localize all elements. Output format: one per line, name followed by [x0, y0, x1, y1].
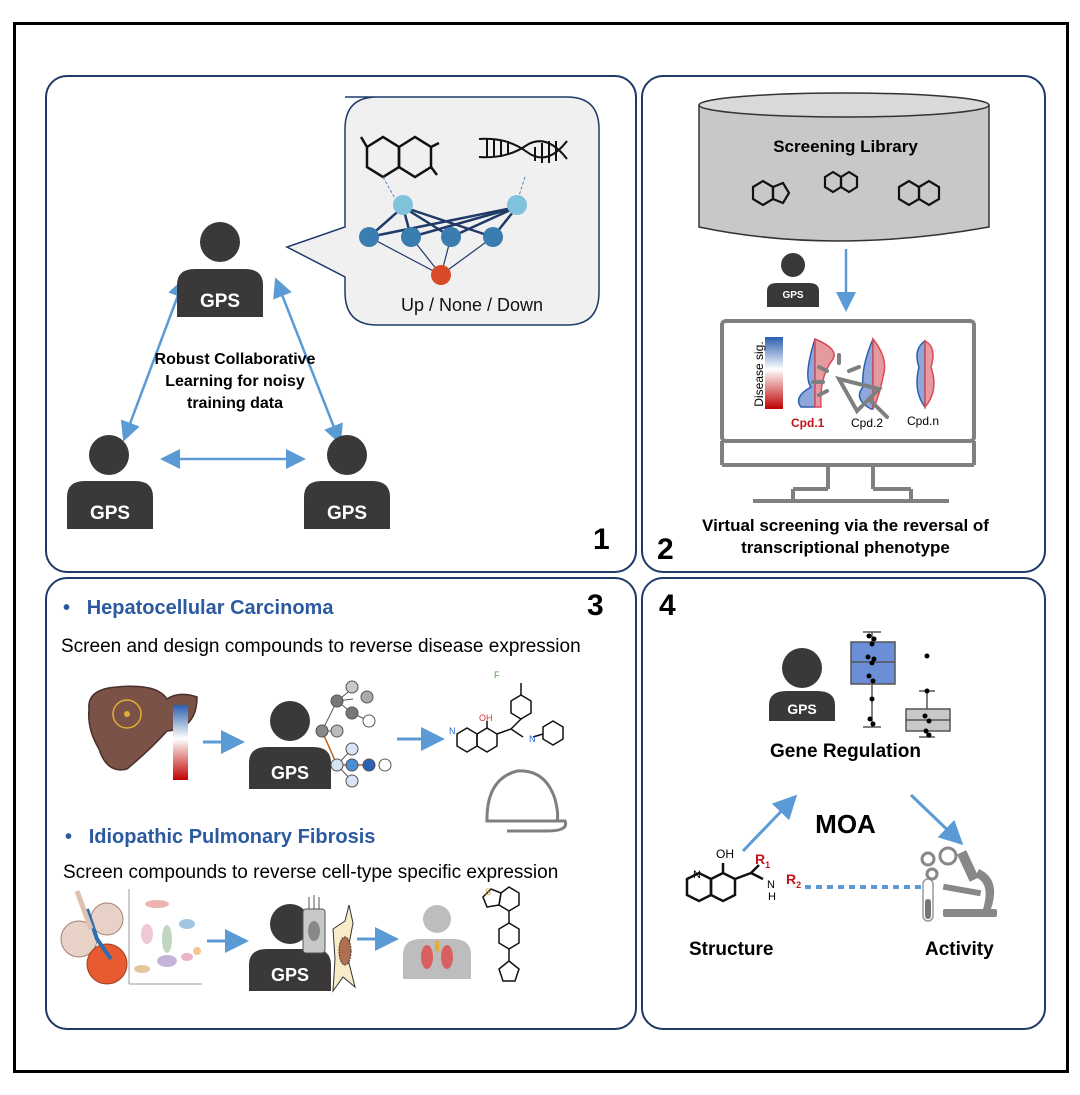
gps-agent-icon — [249, 701, 331, 789]
fibroblast-cell-icon — [332, 904, 356, 993]
caption-line: training data — [186, 395, 283, 412]
molecule-icon — [359, 135, 440, 179]
compound-label-highlight: Cpd.1 — [791, 416, 825, 430]
microscope-icon — [942, 850, 997, 917]
structure-label: Structure — [689, 939, 774, 960]
atom-label-s: S — [485, 887, 492, 897]
section-title-text: Idiopathic Pulmonary Fibrosis — [88, 826, 376, 848]
section-title-ipf: • Idiopathic Pulmonary Fibrosis — [65, 826, 375, 849]
section-title-text: Hepatocellular Carcinoma — [86, 597, 334, 619]
caption-line: transcriptional phenotype — [741, 538, 950, 557]
human-lungs-icon — [403, 905, 471, 979]
r2-subscript: 2 — [796, 879, 802, 890]
compound-structure-ipf — [482, 886, 520, 982]
r1-letter: R — [755, 851, 766, 867]
arrow-gene-regulation-to-activity — [909, 793, 964, 846]
output-classes-label: Up / None / Down — [400, 295, 544, 315]
gps-agent-icon — [249, 904, 331, 991]
gps-label: GPS — [89, 503, 131, 524]
violin-cpdn — [916, 339, 935, 410]
epithelial-cell-icon — [302, 895, 326, 954]
atom-label-nh: N — [529, 734, 536, 744]
panel-number: 2 — [657, 533, 674, 566]
gps-agent-icon — [177, 222, 263, 317]
moa-label: MOA — [815, 809, 876, 839]
caption-line: Virtual screening via the reversal of — [702, 516, 989, 535]
disease-signature-label: Disease sig. — [752, 341, 766, 407]
gps-label: GPS — [270, 965, 309, 985]
screening-library-label: Screening Library — [773, 137, 918, 156]
violin-cpd1 — [797, 337, 835, 408]
gps-label: GPS — [270, 763, 309, 783]
boxplot-treated — [850, 631, 896, 728]
core-structure-icon — [685, 863, 764, 903]
arrow-structure-to-gene-regulation — [741, 794, 798, 853]
atom-label-oh: OH — [479, 713, 493, 723]
atom-label-nh: N — [767, 879, 775, 891]
umap-plot-icon — [128, 889, 202, 985]
gps-agent-icon — [769, 648, 835, 721]
caption-line: Robust Collaborative — [154, 351, 316, 368]
gps-label: GPS — [199, 291, 241, 312]
arrow-top-left — [120, 277, 188, 442]
panel3-graphics — [60, 680, 568, 993]
atom-label-f: F — [494, 670, 500, 680]
virtual-screening-caption: Virtual screening via the reversal of tr… — [643, 515, 1048, 559]
r1-subscript: 1 — [765, 859, 771, 870]
figure-frame — [13, 22, 1069, 1073]
caption-line: Learning for noisy — [165, 373, 305, 390]
section-title-hcc: • Hepatocellular Carcinoma — [63, 597, 333, 620]
compound-structure-hcc — [456, 683, 564, 753]
r2-substituent-label: R2 — [786, 871, 801, 890]
panel1-graphics — [67, 96, 600, 529]
dna-icon — [478, 137, 568, 163]
panel-collaborative-learning: GPS GPS GPS Up / None / Down Robust Coll… — [45, 75, 637, 573]
gene-regulation-label: Gene Regulation — [770, 741, 921, 762]
activity-label: Activity — [925, 939, 994, 960]
molecule-icons — [751, 170, 941, 207]
test-tube-icon — [922, 878, 934, 922]
compound-label: Cpd.2 — [851, 416, 884, 430]
panel-mechanism-of-action: 4 — [641, 577, 1046, 1030]
monitor-icon — [720, 319, 976, 503]
gps-label: GPS — [782, 290, 804, 301]
panel-disease-applications: 3 • Hepatocellular Carcinoma Screen and … — [45, 577, 637, 1030]
panel-virtual-screening: Screening Library GPS Disease sig. Cpd.1… — [641, 75, 1046, 573]
bullet: • — [63, 597, 71, 619]
gears-icon — [920, 846, 958, 881]
panel-number: 1 — [593, 523, 610, 556]
panel-number: 4 — [659, 589, 676, 622]
gps-agent-icon — [67, 435, 153, 529]
molecule-design-tree-icon — [315, 680, 392, 788]
r2-letter: R — [786, 871, 797, 887]
r1-substituent-label: R1 — [755, 851, 770, 870]
atom-label-h: H — [768, 891, 776, 903]
liver-icon — [87, 685, 198, 771]
disease-signature-colorbar — [765, 337, 783, 409]
section-description-ipf: Screen compounds to reverse cell-type sp… — [63, 862, 559, 883]
atom-label-n: N — [449, 726, 456, 736]
speech-bubble — [285, 96, 600, 326]
compound-label: Cpd.n — [907, 414, 940, 428]
panel-number: 3 — [587, 589, 604, 622]
atom-label-n: N — [693, 869, 701, 881]
gps-agent-icon — [767, 253, 819, 307]
nh-n: N — [767, 879, 775, 891]
mouse-icon — [485, 769, 568, 833]
collaborative-learning-caption: Robust Collaborative Learning for noisy … — [147, 349, 323, 415]
gps-agent-icon — [304, 435, 390, 529]
cursor-icon — [811, 353, 889, 419]
atom-label-oh: OH — [716, 847, 734, 861]
arrow-top-right — [273, 277, 343, 445]
bullet: • — [65, 826, 73, 848]
gps-label: GPS — [326, 503, 368, 524]
boxplot-control — [905, 653, 951, 738]
lung-tissue-illustration — [60, 890, 128, 985]
expression-colorbar — [173, 705, 188, 780]
section-description-hcc: Screen and design compounds to reverse d… — [61, 636, 581, 657]
gps-label: GPS — [787, 701, 817, 717]
panel4-graphics — [685, 631, 997, 922]
panel2-graphics — [698, 92, 990, 503]
screening-library-database-icon — [698, 92, 990, 242]
